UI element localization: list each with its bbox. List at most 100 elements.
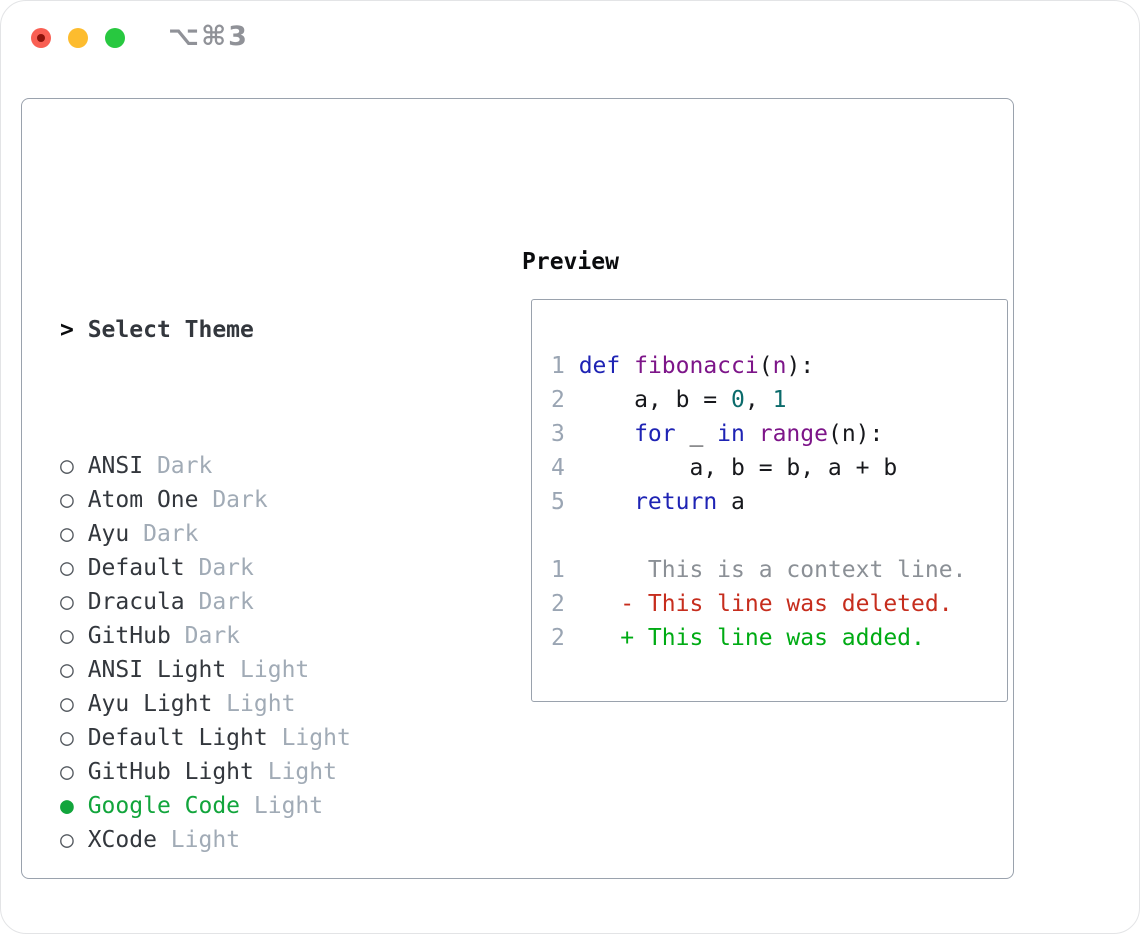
line-number: 4 — [551, 455, 565, 481]
theme-option[interactable]: ○ Dracula Dark — [60, 585, 448, 619]
theme-name: ANSI Light — [87, 657, 227, 683]
code-token: fibonacci — [634, 353, 759, 379]
close-button[interactable] — [31, 28, 51, 48]
line-number: 5 — [551, 489, 565, 515]
theme-variant: Light — [267, 725, 351, 751]
theme-option[interactable]: ○ Ayu Dark — [60, 517, 448, 551]
line-number: 2 — [551, 591, 565, 617]
select-theme-header: > Select Theme — [60, 313, 448, 347]
theme-option[interactable]: ○ Default Dark — [60, 551, 448, 585]
theme-option[interactable]: ○ Default Light Light — [60, 721, 448, 755]
select-theme-label: Select Theme — [87, 317, 254, 343]
code-line: 1 def fibonacci(n): — [551, 349, 966, 383]
theme-option[interactable]: ○ GitHub Dark — [60, 619, 448, 653]
code-line — [551, 519, 966, 553]
code-token — [579, 421, 634, 447]
code-line: 4 a, b = b, a + b — [551, 451, 966, 485]
code-token: n — [772, 353, 787, 379]
code-token: a — [717, 489, 745, 515]
code-line: 1 This is a context line. — [551, 553, 966, 587]
code-token: a, b = — [578, 387, 732, 413]
code-token: for — [634, 421, 676, 447]
code-line: 3 for _ in range(n): — [551, 417, 966, 451]
theme-option[interactable]: ● Google Code Light — [60, 789, 448, 823]
line-number: 3 — [551, 421, 565, 447]
code-line: 2 a, b = 0, 1 — [551, 383, 966, 417]
preview-header: Preview — [522, 249, 619, 275]
theme-variant: Light — [240, 793, 324, 819]
theme-name: Dracula — [87, 589, 185, 615]
theme-variant: Light — [212, 691, 296, 717]
code-line: 5 return a — [551, 485, 966, 519]
code-token — [745, 421, 759, 447]
code-token: range — [758, 421, 828, 447]
theme-option[interactable]: ○ Ayu Light Light — [60, 687, 448, 721]
line-number: 1 — [551, 557, 565, 583]
theme-list: ○ ANSI Dark○ Atom One Dark○ Ayu Dark○ De… — [60, 449, 448, 857]
code-token: ( — [758, 353, 773, 379]
radio-off-icon: ○ — [60, 521, 88, 547]
code-token: def — [578, 353, 621, 379]
radio-off-icon: ○ — [60, 827, 88, 853]
radio-off-icon: ○ — [60, 725, 88, 751]
code-token: - This line was deleted. — [578, 591, 953, 617]
theme-option[interactable]: ○ XCode Light — [60, 823, 448, 857]
theme-variant: Dark — [129, 521, 199, 547]
code-token: _ — [675, 421, 718, 447]
code-token: 0 — [731, 387, 745, 413]
code-token: , — [744, 387, 773, 413]
radio-on-icon: ● — [60, 793, 88, 819]
theme-name: GitHub Light — [87, 759, 254, 785]
code-line: 2 - This line was deleted. — [551, 587, 966, 621]
theme-variant: Light — [226, 657, 310, 683]
code-token: ): — [786, 353, 815, 379]
radio-off-icon: ○ — [60, 657, 88, 683]
radio-off-icon: ○ — [60, 623, 88, 649]
code-token — [579, 489, 634, 515]
cursor-icon: > — [60, 317, 88, 343]
theme-variant: Dark — [184, 555, 254, 581]
radio-off-icon: ○ — [60, 759, 88, 785]
theme-name: Default — [87, 555, 185, 581]
theme-variant: Light — [253, 759, 337, 785]
code-token — [620, 353, 634, 379]
theme-variant: Dark — [198, 487, 268, 513]
zoom-button[interactable] — [105, 28, 125, 48]
close-dot-icon — [37, 34, 45, 42]
radio-off-icon: ○ — [60, 589, 88, 615]
theme-name: ANSI — [87, 453, 144, 479]
radio-off-icon: ○ — [60, 487, 88, 513]
theme-name: GitHub — [87, 623, 171, 649]
code-token: in — [717, 421, 745, 447]
theme-name: Default Light — [87, 725, 268, 751]
code-token: + This line was added. — [578, 625, 925, 651]
theme-name: XCode — [87, 827, 157, 853]
code-line: 2 + This line was added. — [551, 621, 966, 655]
code-token: a, b = b, a + b — [578, 455, 898, 481]
window-title: ⌥⌘3 — [168, 21, 249, 52]
minimize-button[interactable] — [68, 28, 88, 48]
theme-name: Google Code — [87, 793, 241, 819]
theme-variant: Light — [156, 827, 241, 853]
theme-variant: Dark — [184, 589, 254, 615]
theme-name: Ayu — [87, 521, 130, 547]
theme-picker-panel: > Select Theme ○ ANSI Dark○ Atom One Dar… — [21, 98, 1014, 879]
code-token: This is a context line. — [578, 557, 967, 583]
theme-option[interactable]: ○ GitHub Light Light — [60, 755, 448, 789]
theme-variant: Dark — [170, 623, 241, 649]
theme-option[interactable]: ○ Atom One Dark — [60, 483, 448, 517]
theme-option[interactable]: ○ ANSI Light Light — [60, 653, 448, 687]
line-number: 2 — [551, 387, 565, 413]
code-token: 1 — [772, 387, 787, 413]
code-token: (n): — [827, 421, 884, 447]
line-number: 2 — [551, 625, 565, 651]
radio-off-icon: ○ — [60, 691, 88, 717]
theme-name: Atom One — [87, 487, 199, 513]
line-number: 1 — [551, 353, 565, 379]
theme-option[interactable]: ○ ANSI Dark — [60, 449, 448, 483]
code-token: return — [634, 489, 718, 515]
radio-off-icon: ○ — [60, 555, 88, 581]
